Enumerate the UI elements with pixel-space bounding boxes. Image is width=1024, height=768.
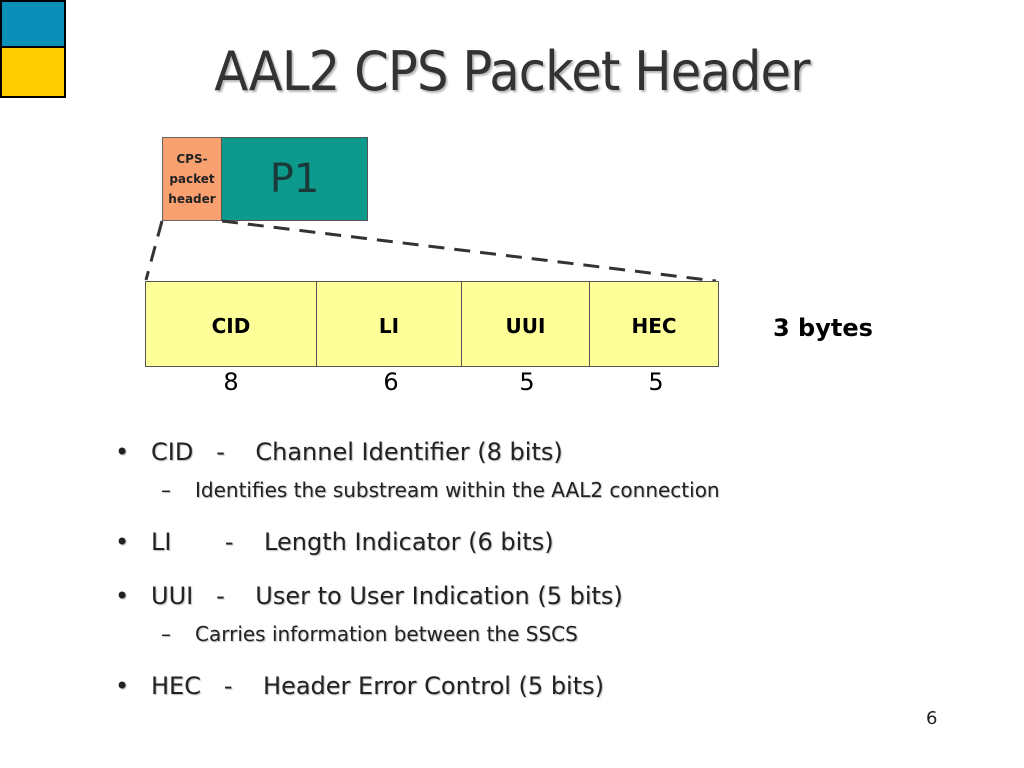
field-cid-label: CID [211, 314, 251, 338]
bits-cid: 8 [223, 368, 239, 396]
bullet-text: LI - Length Indicator (6 bits) [151, 528, 554, 556]
bullet-item: • LI - Length Indicator (6 bits) [115, 522, 975, 562]
bullet-list: • CID - Channel Identifier (8 bits) – Id… [115, 432, 975, 706]
slide-title: AAL2 CPS Packet Header [214, 40, 810, 103]
sub-bullet-item: – Identifies the substream within the AA… [115, 472, 975, 508]
bullet-item: • UUI - User to User Indication (5 bits) [115, 576, 975, 616]
bullet-dot: • [115, 672, 130, 700]
field-uui: UUI [461, 281, 590, 367]
bits-hec: 5 [648, 368, 664, 396]
cps-packet-header-box: CPS- packet header [162, 137, 222, 221]
field-li: LI [316, 281, 462, 367]
field-uui-label: UUI [505, 314, 546, 338]
field-cid: CID [145, 281, 317, 367]
field-hec: HEC [589, 281, 719, 367]
bullet-dot: • [115, 582, 130, 610]
sub-bullet-item: – Carries information between the SSCS [115, 616, 975, 652]
bullet-text: CID - Channel Identifier (8 bits) [151, 438, 563, 466]
sub-bullet-dash: – [161, 622, 171, 646]
bullet-dot: • [115, 528, 130, 556]
sub-bullet-text: Carries information between the SSCS [195, 622, 578, 646]
bits-li: 6 [383, 368, 399, 396]
page-number: 6 [926, 708, 938, 729]
field-hec-label: HEC [631, 314, 677, 338]
bullet-text: UUI - User to User Indication (5 bits) [151, 582, 623, 610]
bullet-item: • HEC - Header Error Control (5 bits) [115, 666, 975, 706]
payload-box: P1 [221, 137, 368, 221]
bullet-item: • CID - Channel Identifier (8 bits) [115, 432, 975, 472]
corner-block-yellow [0, 46, 66, 98]
payload-label: P1 [269, 156, 320, 202]
header-fields-row: CID LI UUI HEC [145, 281, 719, 367]
bullet-text: HEC - Header Error Control (5 bits) [151, 672, 604, 700]
dashed-line-left [144, 220, 164, 281]
bits-uui: 5 [519, 368, 535, 396]
sub-bullet-text: Identifies the substream within the AAL2… [195, 478, 720, 502]
dashed-line-right [221, 219, 717, 283]
size-label: 3 bytes [773, 314, 873, 342]
corner-block-blue [0, 0, 66, 48]
bullet-dot: • [115, 438, 130, 466]
sub-bullet-dash: – [161, 478, 171, 502]
field-li-label: LI [378, 314, 400, 338]
cps-packet-header-label: CPS- packet header [168, 152, 216, 206]
